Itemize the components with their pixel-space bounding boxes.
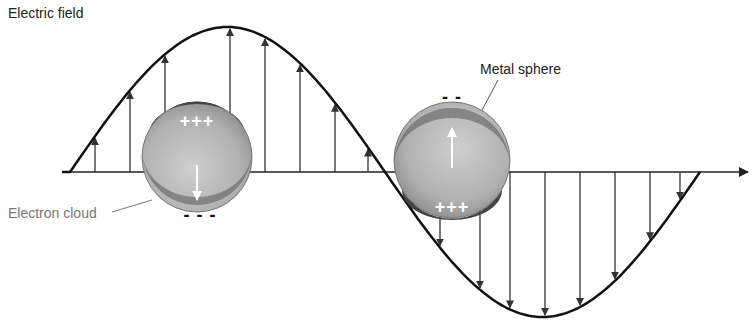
metal-sphere — [142, 102, 252, 212]
leader-line — [482, 80, 498, 110]
field-arrow — [579, 172, 580, 305]
leader-line — [112, 200, 152, 212]
metal-sphere — [394, 102, 510, 220]
field-arrow — [649, 172, 650, 239]
charge-sign: - - — [442, 88, 462, 106]
field-arrow — [614, 172, 615, 279]
axis-title: Electric field — [8, 6, 83, 20]
field-arrow — [94, 138, 95, 172]
field-arrow — [367, 150, 368, 173]
charge-sign: +++ — [435, 198, 470, 216]
field-arrow — [334, 105, 335, 172]
field-arrow — [509, 172, 510, 307]
sine-wave — [62, 27, 700, 317]
part-name: Metal sphere — [480, 62, 561, 76]
charge-sign: - - - — [184, 206, 217, 224]
field-arrow — [264, 39, 265, 172]
field-arrow — [299, 65, 300, 172]
part-name: Electron cloud — [8, 206, 97, 220]
field-arrow — [679, 172, 680, 199]
field-arrow — [544, 172, 545, 315]
field-arrow — [129, 92, 130, 172]
charge-sign: +++ — [180, 112, 215, 130]
